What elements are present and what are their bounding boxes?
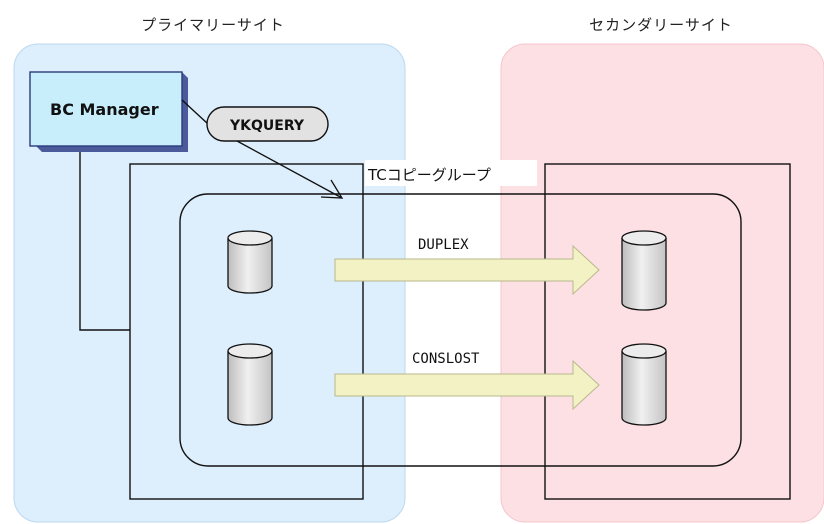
copy-group-box bbox=[179, 193, 742, 467]
command-arrow-line bbox=[236, 140, 343, 199]
pair-status-conslost: CONSLOST bbox=[412, 351, 480, 367]
manager-box bbox=[29, 71, 183, 147]
primary-volume-1 bbox=[227, 230, 273, 294]
primary-storage-frame bbox=[129, 163, 364, 500]
primary-volume-2 bbox=[227, 343, 273, 426]
pair-arrow-duplex bbox=[334, 244, 600, 296]
copy-group-label-bg bbox=[365, 160, 537, 186]
command-arrow-head bbox=[320, 179, 344, 199]
manager-connector-line bbox=[79, 146, 130, 331]
secondary-volume-2 bbox=[621, 343, 667, 426]
copy-group-label: TCコピーグループ bbox=[367, 166, 491, 184]
pair-arrow-conslost bbox=[334, 359, 600, 411]
manager-label: BC Manager bbox=[50, 100, 159, 119]
secondary-volume-1 bbox=[621, 230, 667, 311]
secondary-storage-frame bbox=[544, 163, 791, 500]
pair-status-duplex: DUPLEX bbox=[418, 237, 469, 253]
secondary-site-label: セカンダリーサイト bbox=[589, 16, 733, 34]
command-label: YKQUERY bbox=[229, 118, 305, 134]
primary-site-label: プライマリーサイト bbox=[141, 16, 285, 34]
command-capsule bbox=[206, 106, 329, 142]
manager-command-line bbox=[181, 99, 209, 125]
